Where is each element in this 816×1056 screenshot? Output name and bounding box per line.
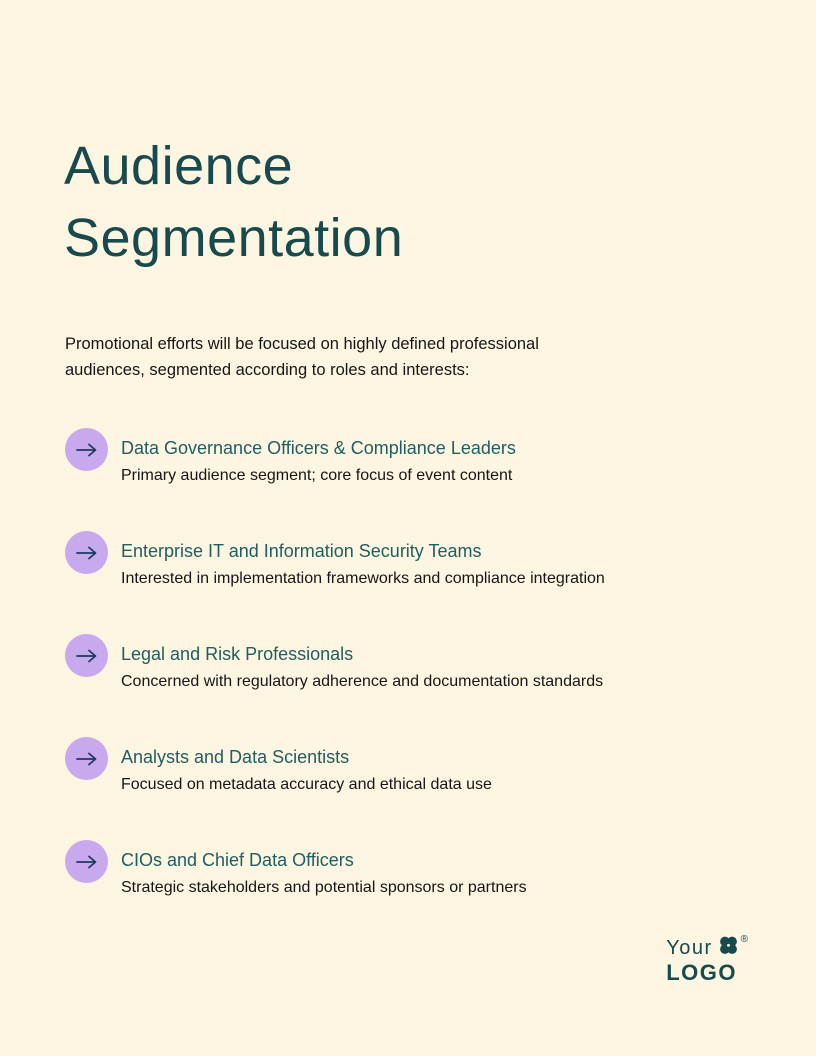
segment-text: Enterprise IT and Information Security T… — [121, 531, 605, 589]
list-item: Analysts and Data Scientists Focused on … — [65, 737, 725, 795]
segment-title: Legal and Risk Professionals — [121, 644, 354, 664]
intro-text: Promotional efforts will be focused on h… — [65, 335, 539, 379]
arrow-circle-bullet — [65, 840, 108, 883]
arrow-circle-bullet — [65, 531, 108, 574]
logo-your-text: Your — [666, 936, 713, 959]
segment-description: Primary audience segment; core focus of … — [121, 467, 513, 484]
brand-logo: Your ® LOGO — [666, 935, 748, 986]
list-item: Legal and Risk Professionals Concerned w… — [65, 634, 725, 692]
segment-description: Interested in implementation frameworks … — [121, 570, 605, 587]
clover-icon — [718, 935, 739, 961]
list-item: CIOs and Chief Data Officers Strategic s… — [65, 840, 725, 898]
list-item: Enterprise IT and Information Security T… — [65, 531, 725, 589]
segment-description: Concerned with regulatory adherence and … — [121, 673, 604, 690]
segment-text: Legal and Risk Professionals Concerned w… — [121, 634, 603, 692]
logo-logo-text: LOGO — [666, 960, 737, 985]
segment-text: Data Governance Officers & Compliance Le… — [121, 428, 516, 486]
segment-title: CIOs and Chief Data Officers — [121, 850, 354, 870]
segment-description: Focused on metadata accuracy and ethical… — [121, 776, 492, 793]
list-item: Data Governance Officers & Compliance Le… — [65, 428, 725, 486]
arrow-circle-bullet — [65, 634, 108, 677]
segment-description: Strategic stakeholders and potential spo… — [121, 879, 527, 896]
arrow-right-icon — [75, 752, 96, 765]
segment-title: Analysts and Data Scientists — [121, 747, 350, 767]
arrow-circle-bullet — [65, 428, 108, 471]
logo-top-row: Your ® — [666, 935, 748, 961]
arrow-right-icon — [75, 649, 96, 662]
page-title: Audience Segmentation — [64, 136, 404, 268]
segment-title: Data Governance Officers & Compliance Le… — [121, 438, 516, 458]
audience-segment-list: Data Governance Officers & Compliance Le… — [65, 428, 725, 943]
arrow-circle-bullet — [65, 737, 108, 780]
arrow-right-icon — [75, 546, 96, 559]
segment-text: CIOs and Chief Data Officers Strategic s… — [121, 840, 527, 898]
segment-title: Enterprise IT and Information Security T… — [121, 541, 482, 561]
segment-text: Analysts and Data Scientists Focused on … — [121, 737, 492, 795]
arrow-right-icon — [75, 855, 96, 868]
arrow-right-icon — [75, 443, 96, 456]
registered-mark-icon: ® — [740, 934, 748, 945]
